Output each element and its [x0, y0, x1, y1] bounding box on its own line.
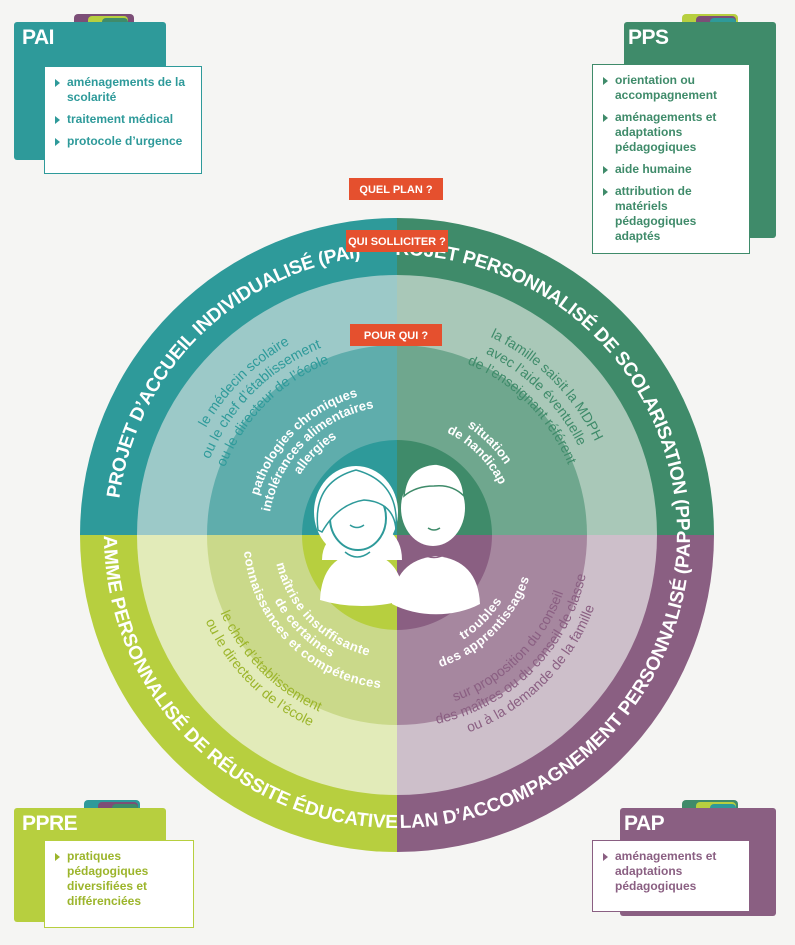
middle-text-pai: le médecin scolaire — [195, 333, 292, 430]
pap-card-list: aménagements et adaptations pédagogiques — [603, 849, 741, 894]
inner-text-pai: pathologies chroniques — [247, 385, 359, 497]
inner-ring-ppre — [207, 535, 397, 725]
pps-card-list: orientation ou accompagnement aménagemen… — [603, 73, 741, 244]
outer-ring-pps — [397, 218, 714, 535]
pai-card-body: aménagements de la scolarité traitement … — [44, 66, 202, 174]
middle-text-pap: ou à la demande de la famille — [464, 602, 597, 735]
middle-text-ppre: ou le directeur de l’école — [203, 616, 317, 730]
pps-card-item: attribution de matériels pédagogiques ad… — [603, 184, 741, 244]
inner-text-pai: allergies — [290, 428, 339, 477]
inner-text-ppre: maîtrise insuffisante — [274, 560, 372, 658]
pai-card-item: traitement médical — [55, 112, 193, 127]
quel-plan-text: QUEL PLAN ? — [359, 184, 432, 196]
pps-card-item: aménagements et adaptations pédagogiques — [603, 110, 741, 155]
ppre-card-item: pratiques pédagogiques diversifiées et d… — [55, 849, 163, 909]
pap-card-item: aménagements et adaptations pédagogiques — [603, 849, 725, 894]
pai-card-item: protocole d’urgence — [55, 134, 193, 149]
inner-text-ppre: connaissances et compétences — [241, 550, 382, 691]
pps-card-body: orientation ou accompagnement aménagemen… — [592, 64, 750, 254]
middle-ring-pps — [397, 275, 657, 535]
inner-text-pai: intolérances alimentaires — [258, 396, 374, 512]
inner-ring-pap — [397, 535, 587, 725]
inner-ring-pai — [207, 345, 397, 535]
middle-text-pps: avec l’aide éventuelle — [484, 342, 590, 448]
middle-ring-pap — [397, 535, 657, 795]
pap-card-title: PAP — [624, 812, 665, 835]
middle-ring-ppre — [137, 535, 397, 795]
qui-solliciter-label: QUI SOLLICITER ? — [346, 230, 448, 252]
inner-ring-pps — [397, 345, 587, 535]
pap-card: PAP aménagements et adaptations pédagogi… — [592, 800, 780, 920]
center-pai — [302, 440, 397, 535]
pai-card: PAI aménagements de la scolarité traitem… — [14, 14, 202, 174]
center-pap — [397, 535, 492, 630]
middle-text-pps: de l’enseignant référent — [466, 352, 580, 466]
qui-solliciter-text: QUI SOLLICITER ? — [348, 236, 446, 248]
center-pps — [397, 440, 492, 535]
pai-card-item: aménagements de la scolarité — [55, 75, 193, 105]
middle-text-pap: des maîtres ou du conseil de classe — [434, 572, 589, 727]
middle-text-pps: la famille saisit la MDPH — [489, 325, 607, 443]
inner-text-ppre: de certaines — [272, 595, 337, 660]
children-icon — [314, 463, 480, 615]
ppre-card-body: pratiques pédagogiques diversifiées et d… — [44, 840, 194, 928]
middle-text-pap: sur proposition du conseil — [450, 588, 566, 704]
inner-text-pap: des apprentissages — [436, 574, 532, 670]
inner-text-pps: situation — [465, 417, 515, 467]
inner-text-pps: de handicap — [445, 422, 510, 487]
middle-text-pai: ou le chef d’établissement — [198, 336, 323, 461]
pps-card-item: aide humaine — [603, 162, 741, 177]
middle-ring-pai — [137, 275, 397, 535]
inner-text-pap: troubles — [456, 594, 504, 642]
pai-card-title: PAI — [22, 26, 54, 49]
middle-text-ppre: le chef d’établissement — [218, 608, 325, 715]
pour-qui-label: POUR QUI ? — [350, 324, 442, 346]
quel-plan-label: QUEL PLAN ? — [349, 178, 443, 200]
pai-card-list: aménagements de la scolarité traitement … — [55, 75, 193, 149]
center-ppre — [302, 535, 397, 630]
outer-label-pai: PROJET D’ACCUEIL INDIVIDUALISÉ (PAI) — [103, 242, 361, 500]
pap-card-body: aménagements et adaptations pédagogiques — [592, 840, 750, 912]
pps-card: PPS orientation ou accompagnement aménag… — [592, 14, 780, 254]
outer-ring-pai — [80, 218, 397, 535]
ppre-card-list: pratiques pédagogiques diversifiées et d… — [55, 849, 185, 909]
ppre-card: PPRE pratiques pédagogiques diversifiées… — [14, 800, 204, 932]
pps-card-item: orientation ou accompagnement — [603, 73, 741, 103]
pps-card-title: PPS — [628, 26, 669, 49]
middle-text-pai: ou le directeur de l’école — [213, 351, 331, 469]
ppre-card-title: PPRE — [22, 812, 78, 835]
pour-qui-text: POUR QUI ? — [364, 330, 428, 342]
